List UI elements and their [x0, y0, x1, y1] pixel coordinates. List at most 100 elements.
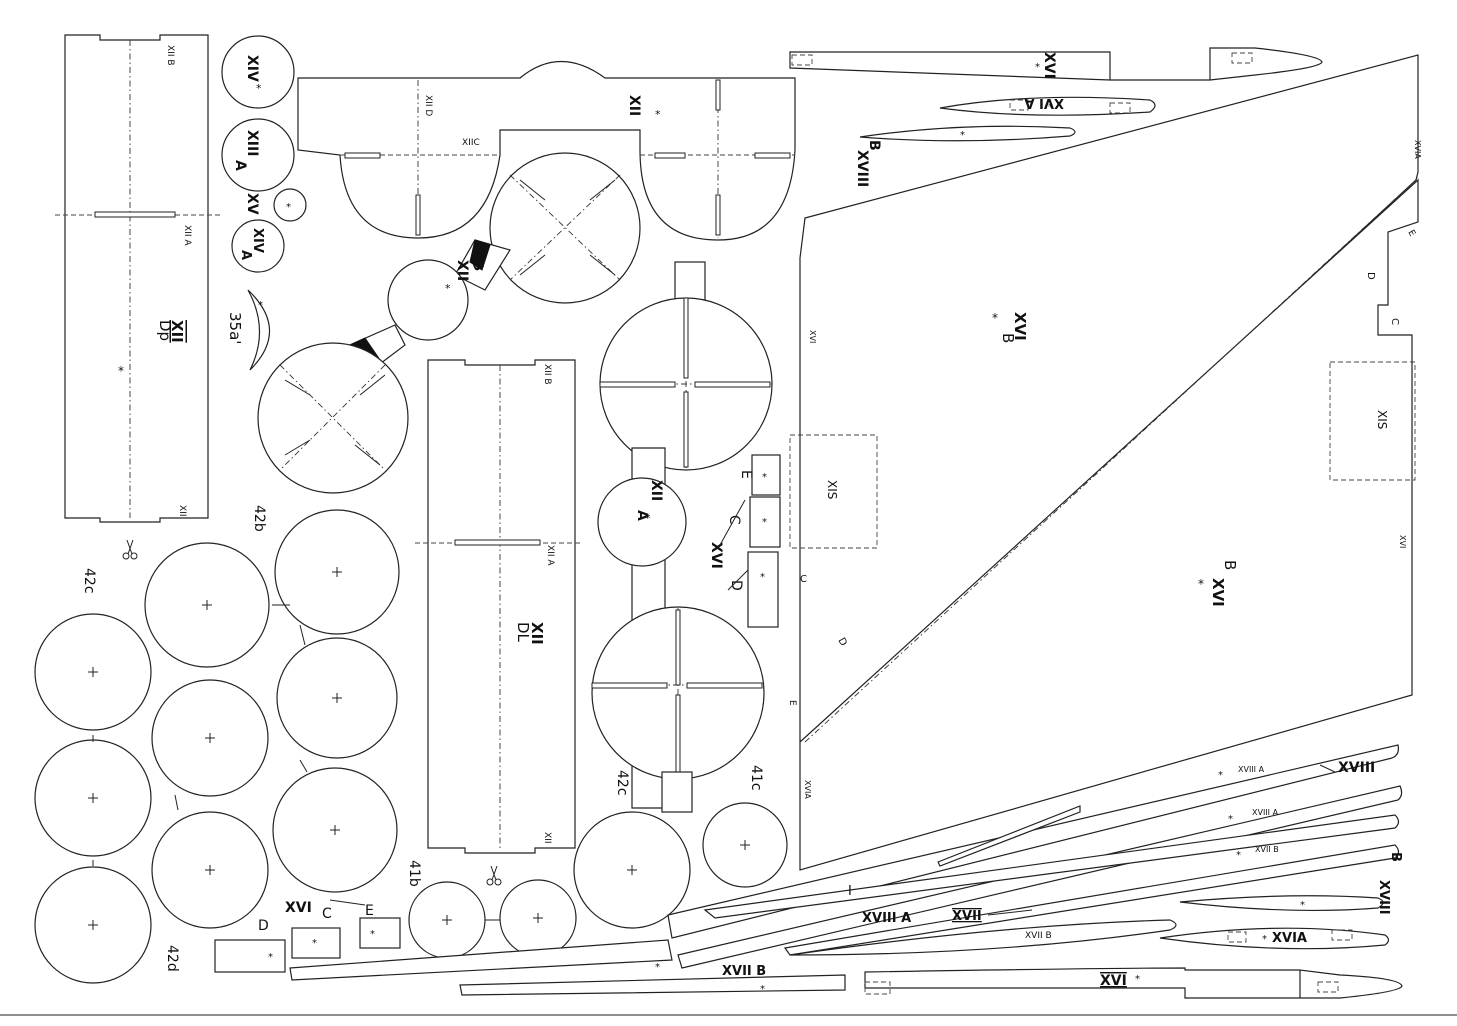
svg-text:*: * [312, 938, 317, 949]
svg-text:*: * [268, 952, 273, 963]
label-xvii-b-mid: XVII B [1025, 931, 1052, 941]
label-letter-e: E [738, 470, 754, 479]
scissors-icon [122, 539, 138, 560]
label-xvi-bottom: XVI [1100, 973, 1127, 989]
svg-text:*: * [960, 130, 965, 141]
label-42b: 42b [251, 505, 267, 532]
mark-xvi: XVI [808, 330, 817, 343]
mark-xvi-a: XVIA [803, 780, 812, 799]
label-xvi-top: XVI [1041, 52, 1057, 79]
svg-text:*: * [1135, 974, 1140, 985]
label-xiii: XIII [244, 130, 260, 156]
registration-cross-icon [88, 567, 342, 930]
label-xii-dl-sub: DL [514, 622, 532, 643]
label-xvii-mid: XVII [952, 909, 982, 924]
svg-text:*: * [1218, 770, 1223, 781]
mark-c: C [800, 574, 807, 585]
svg-text:*: * [370, 929, 375, 940]
ref-xii-a-left: XII A [182, 225, 192, 246]
label-bottom-d: D [258, 918, 269, 934]
svg-text:*: * [1198, 577, 1204, 591]
svg-text:*: * [256, 82, 262, 95]
label-xiv-a: XIV [250, 228, 265, 253]
label-42c-mid: 42c [614, 770, 630, 796]
label-xiv: XIV [244, 55, 260, 82]
part-xii-dp: XII Dp * XII B XII A XII [55, 34, 220, 560]
ref-xii-c: XIIC [462, 138, 480, 148]
ref-xii-b-top: XII B [165, 45, 175, 66]
svg-text:*: * [762, 517, 767, 528]
svg-text:*: * [445, 282, 451, 295]
label-42d: 42d [164, 945, 180, 972]
label-41c: 41c [748, 765, 764, 791]
label-bottom-e: E [365, 903, 374, 919]
label-41b: 41b [406, 860, 422, 887]
label-xii-b-main: XII [454, 260, 470, 281]
part-xiv-disc: XIV * [221, 35, 295, 109]
label-xvi-b-lower-letter: B [1221, 560, 1239, 570]
part-xii-a: XII A * [591, 261, 773, 813]
label-xiii-a: A [232, 160, 248, 171]
label-xvii-b-bottom: XVII B [722, 964, 766, 979]
part-xvi-bottom: XVI * [864, 967, 1403, 999]
svg-text:*: * [286, 202, 291, 213]
part-xvi-cde-bottom: * * * XVI C D E [214, 899, 401, 973]
part-long-strips: I XVII B XVIII A XVII * * [289, 744, 1403, 996]
svg-text:*: * [258, 300, 263, 311]
label-xii-dp-sub: Dp [156, 320, 174, 341]
label-xii-dp-main: XII [168, 320, 186, 343]
mark-xvi-right: XVI [1398, 535, 1407, 548]
svg-text:*: * [1048, 102, 1053, 113]
label-xii-top: XII [626, 95, 642, 116]
svg-text:*: * [1262, 934, 1267, 945]
ref-xii-a-dl: XII A [545, 545, 555, 566]
part-xvi-a-bottom: XVIA * [1159, 927, 1390, 950]
label-xviii-b-right-letter: B [1388, 852, 1403, 862]
label-xiv-a-sub: A [238, 250, 253, 260]
label-letter-d: D [728, 580, 744, 591]
label-xvi-c-group: XVI [708, 542, 724, 569]
part-xvi-cde-middle: * * * XVI C D E [708, 454, 781, 628]
part-xvii-b-mid: XVII B [789, 919, 1177, 956]
svg-text:*: * [1236, 850, 1241, 861]
part-xiii-a-disc: XIII A [221, 118, 295, 192]
part-xvi-top: XVI * [789, 47, 1323, 81]
mark-e: E [787, 700, 797, 706]
label-xviii-right: XVIII [1338, 760, 1375, 776]
part-xii-top: XII * XII D XIIC [297, 61, 796, 241]
part-35a: 35a' * [226, 289, 271, 371]
part-circles-41: 41b 42c 41c [406, 765, 788, 959]
label-xii-dl-main: XII [528, 622, 546, 645]
part-xv-disc: XV * [244, 188, 307, 222]
label-xvi-b-upper: XVI [1011, 312, 1029, 341]
part-xiv-a-disc: XIV A [231, 219, 285, 273]
label-xvi-c-bottom-letter: C [322, 906, 332, 922]
label-xvi-b-upper-letter: B [999, 333, 1017, 343]
label-xii-b-letter: B [468, 258, 487, 274]
svg-text:*: * [1300, 900, 1305, 911]
star-xii-dp: * [118, 364, 124, 378]
label-xis-right: XIS [1375, 410, 1389, 429]
part-xvi-a-top: XVI A * [939, 95, 1156, 116]
label-xviii-a-small1: XVIII A [1238, 765, 1265, 774]
label-xvi-b-lower: XVI [1209, 578, 1227, 607]
label-xvii-b-small: XVII B [1255, 845, 1279, 854]
label-xvi-a-bottom: XVIA [1272, 931, 1307, 946]
label-xviii-b-top: XVIII [854, 150, 870, 187]
label-roman-i: I [848, 884, 852, 899]
part-xii-dl: XII DL XII B XII A XII [415, 359, 580, 886]
part-xviii-b-top: XVIII B * [854, 125, 1076, 187]
label-xii-a-main: XII [648, 480, 664, 501]
part-xviii-b-right: XVIII B * [1179, 852, 1403, 915]
svg-text:*: * [762, 472, 767, 483]
svg-text:*: * [655, 962, 660, 973]
label-35a: 35a' [226, 312, 244, 344]
label-xviii-a-bottom: XVIII A [862, 911, 911, 926]
ref-xii-b-dl: XII B [542, 364, 552, 385]
svg-text:*: * [992, 311, 998, 325]
ref-xii-dl: XII [542, 832, 552, 843]
mark-c-right: C [1389, 318, 1400, 325]
part-xvi-b-large: XVI B XVI B XIS XIS XVI C D E XVIA C D E… [787, 54, 1422, 871]
